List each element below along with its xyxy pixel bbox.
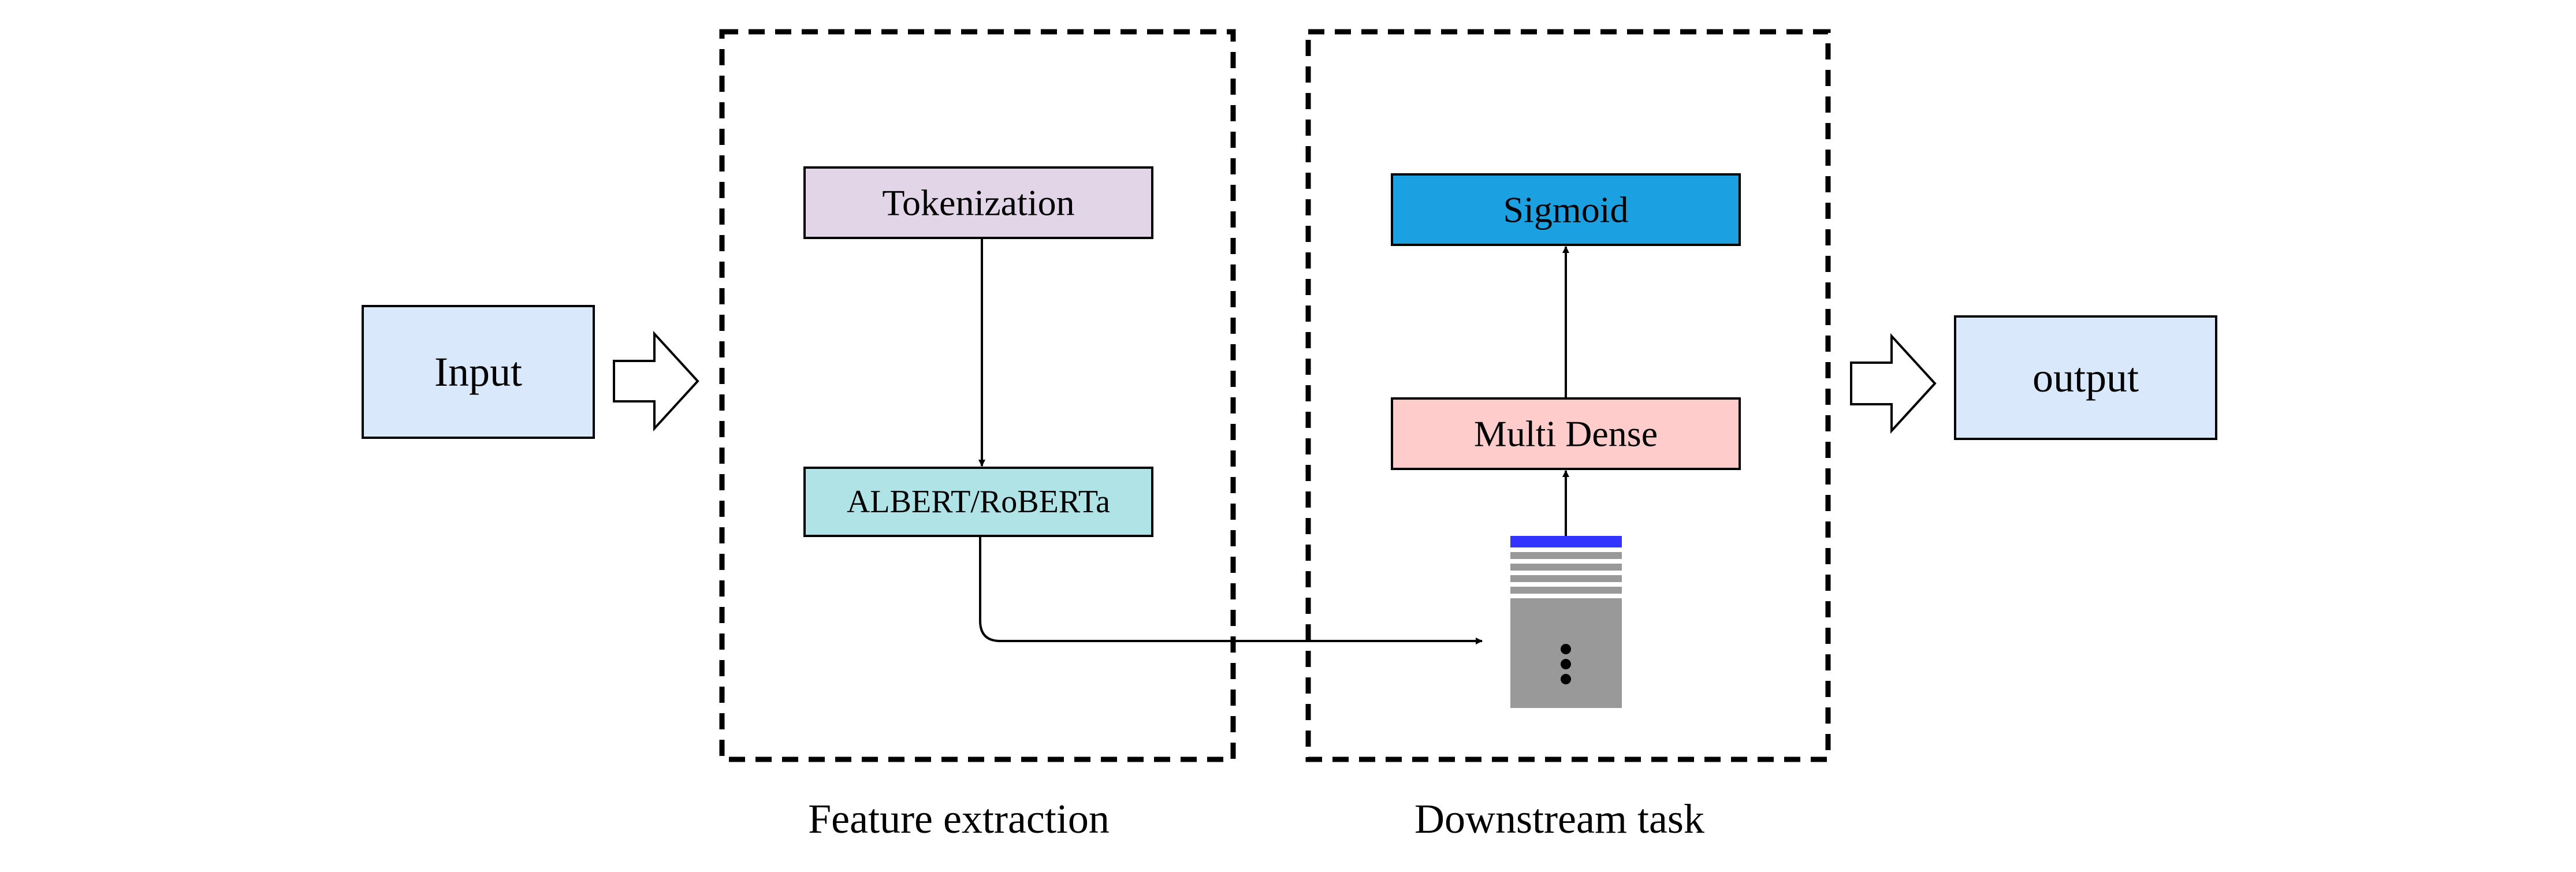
embedding-row xyxy=(1510,575,1622,582)
ellipsis-dot xyxy=(1561,674,1571,684)
encoder-box xyxy=(803,467,1153,537)
embedding-row xyxy=(1510,564,1622,571)
embedding-row xyxy=(1510,587,1622,594)
feature-extraction-caption: Feature extraction xyxy=(808,796,1110,842)
encoder-to-embedding-arrow xyxy=(979,536,1483,644)
encoder-label: ALBERT/RoBERTa xyxy=(847,484,1110,520)
downstream-to-output-arrow xyxy=(1850,333,1937,434)
output-label: output xyxy=(2032,355,2139,401)
input-to-feature-arrow xyxy=(613,330,699,432)
ellipsis-dot xyxy=(1561,644,1571,654)
output-box xyxy=(1954,315,2217,440)
tokenization-label: Tokenization xyxy=(882,182,1074,223)
sigmoid-label: Sigmoid xyxy=(1503,189,1629,230)
input-label: Input xyxy=(434,349,522,395)
downstream-task-frame xyxy=(1305,29,1831,762)
embedding-row xyxy=(1510,552,1622,559)
sigmoid-box xyxy=(1391,173,1741,246)
feature-extraction-frame xyxy=(719,29,1236,762)
tokenization-box xyxy=(803,166,1153,239)
multi-dense-label: Multi Dense xyxy=(1474,413,1658,454)
ellipsis-dot xyxy=(1561,659,1571,669)
downstream-task-caption: Downstream task xyxy=(1414,796,1704,842)
input-box xyxy=(362,305,595,439)
embedding-stack xyxy=(1510,536,1622,708)
embedding-header-bar xyxy=(1510,536,1622,547)
multi-dense-box xyxy=(1391,397,1741,470)
